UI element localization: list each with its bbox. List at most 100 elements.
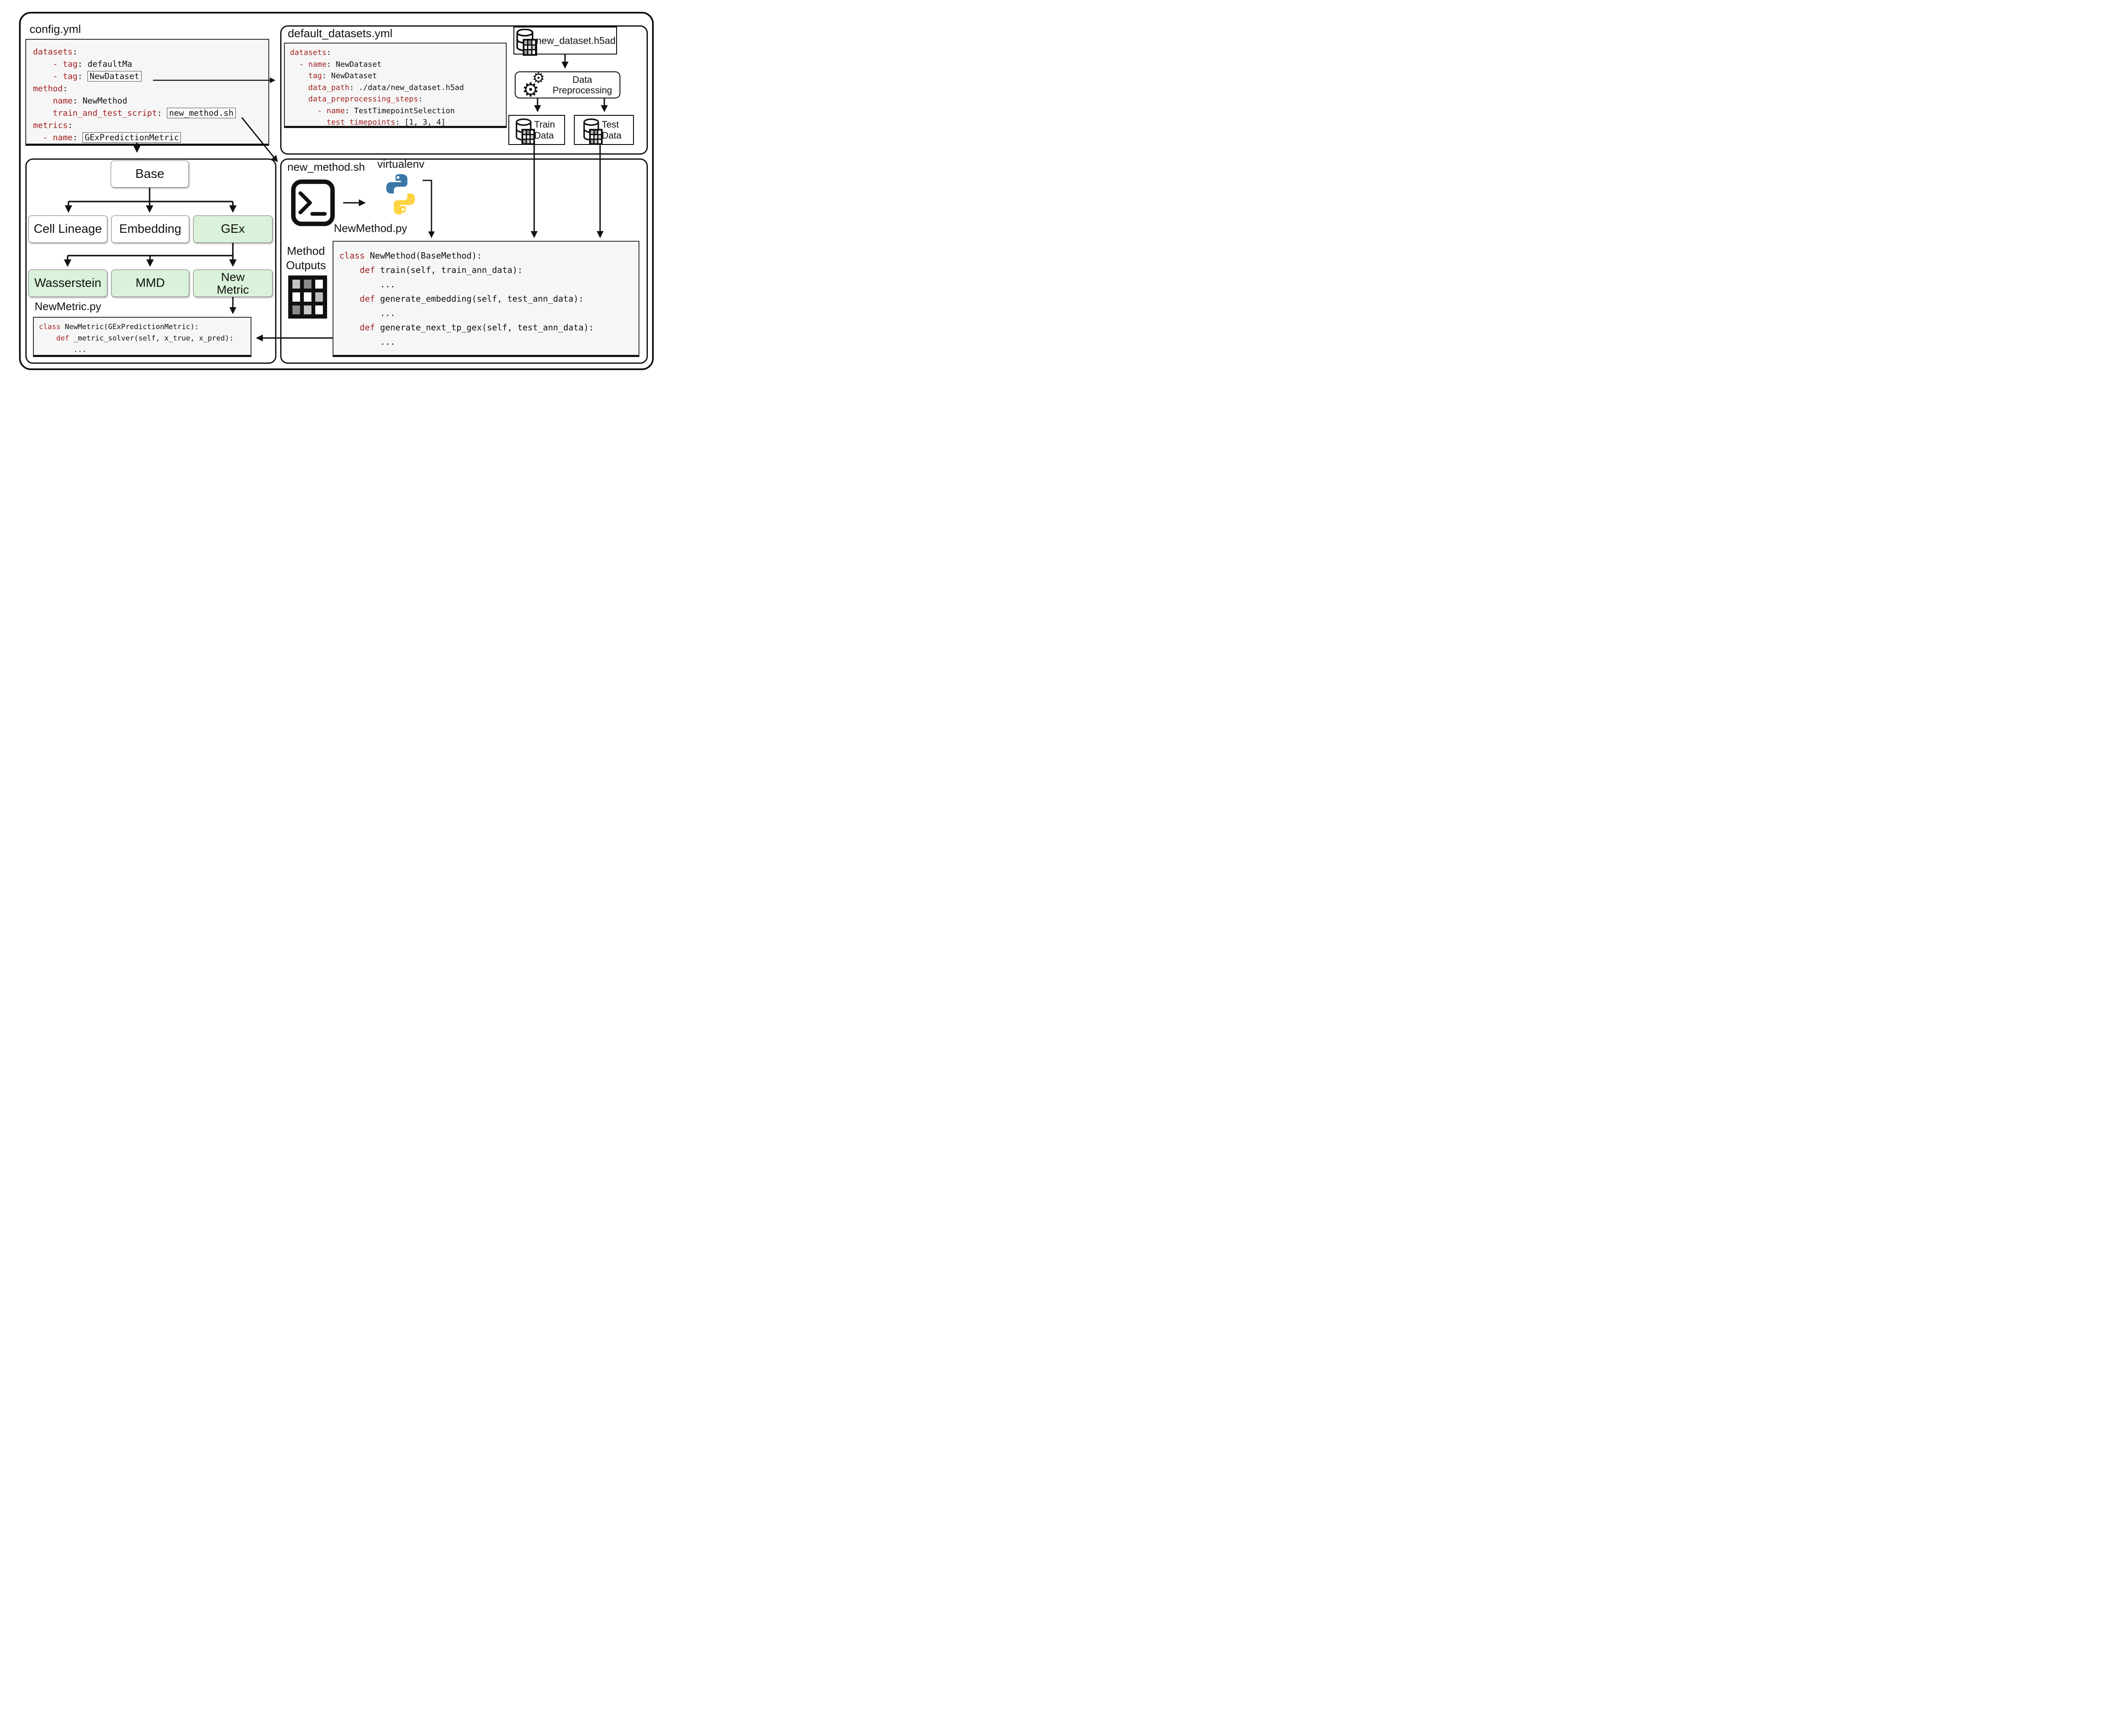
python-icon bbox=[379, 172, 422, 217]
grid-cell bbox=[591, 139, 593, 143]
code-line: metrics: bbox=[33, 120, 73, 130]
table-grid-icon bbox=[589, 128, 603, 145]
code-line: - tag: NewDataset bbox=[33, 70, 268, 82]
test-data-box: Test Data bbox=[574, 115, 634, 145]
newmetric-code-box: class NewMetric(GExPredictionMetric): de… bbox=[33, 317, 251, 357]
code-line: ... bbox=[339, 308, 396, 318]
grid-cell bbox=[292, 305, 300, 314]
grid-cell bbox=[528, 45, 531, 49]
grid-cell bbox=[595, 135, 597, 139]
code-line: class NewMethod(BaseMethod): bbox=[339, 251, 482, 261]
grid-cell bbox=[304, 292, 311, 302]
grid-cell bbox=[531, 130, 533, 134]
train-data-box: Train Data bbox=[508, 115, 565, 145]
grid-cell bbox=[531, 139, 533, 143]
code-line: train_and_test_script: new_method.sh bbox=[33, 107, 268, 119]
method-file-label: NewMethod.py bbox=[334, 222, 407, 234]
config-code-box: datasets: - tag: defaultMa - tag: NewDat… bbox=[25, 39, 269, 146]
code-line: def train(self, train_ann_data): bbox=[360, 265, 523, 275]
grid-cell bbox=[532, 50, 535, 54]
defaults-code-box: datasets: - name: NewDataset tag: NewDat… bbox=[284, 43, 507, 128]
code-line: name: NewMethod bbox=[52, 96, 128, 106]
gears-icon: ⚙⚙ bbox=[522, 70, 545, 101]
code-line: class NewMetric(GExPredictionMetric): bbox=[39, 323, 199, 331]
newmetric-title: NewMetric.py bbox=[35, 300, 101, 313]
new-metric-label: New Metric bbox=[216, 270, 249, 296]
grid-cell bbox=[292, 292, 300, 302]
grid-cell bbox=[598, 130, 601, 134]
method-code-box: class NewMethod(BaseMethod): def train(s… bbox=[333, 241, 639, 357]
code-line: - name: GExPredictionMetric bbox=[33, 131, 268, 144]
code-line: data_preprocessing_steps: bbox=[308, 95, 423, 104]
grid-cell bbox=[527, 139, 530, 143]
code-line: ... bbox=[339, 337, 396, 347]
code-line: - name: NewDataset bbox=[299, 60, 382, 69]
preprocessing-label: Data Preprocessing bbox=[552, 74, 612, 95]
grid-cell bbox=[315, 292, 323, 302]
table-grid-icon bbox=[521, 128, 535, 145]
venv-label: virtualenv bbox=[377, 158, 425, 170]
terminal-icon bbox=[291, 179, 335, 229]
grid-cell bbox=[527, 135, 530, 139]
grid-cell bbox=[315, 305, 323, 314]
script-label: new_method.sh bbox=[287, 161, 365, 173]
code-line: def generate_embedding(self, test_ann_da… bbox=[360, 294, 584, 304]
code-line: datasets: bbox=[33, 47, 78, 57]
grid-cell bbox=[315, 280, 323, 289]
code-line: def _metric_solver(self, x_true, x_pred)… bbox=[56, 334, 234, 343]
grid-cell bbox=[524, 45, 527, 49]
defaults-title: default_datasets.yml bbox=[288, 27, 393, 40]
code-line: - name: TestTimepointSelection bbox=[317, 106, 455, 115]
dataset-file-label: new_dataset.h5ad bbox=[536, 35, 616, 46]
mmd-box: MMD bbox=[111, 270, 189, 297]
grid-cell bbox=[524, 50, 527, 54]
grid-cell bbox=[527, 130, 530, 134]
grid-cell bbox=[591, 130, 593, 134]
wasserstein-box: Wasserstein bbox=[28, 270, 107, 297]
figure-stage: config.yml datasets: - tag: defaultMa - … bbox=[0, 0, 663, 378]
new-metric-box: New Metric bbox=[193, 270, 273, 297]
preprocessing-box: ⚙⚙ Data Preprocessing bbox=[515, 70, 620, 101]
grid-cell bbox=[304, 305, 311, 314]
grid-cell bbox=[531, 135, 533, 139]
dataset-file-box: new_dataset.h5ad bbox=[513, 27, 617, 56]
grid-cell bbox=[292, 280, 300, 289]
grid-cell bbox=[528, 41, 531, 44]
code-line: tag: NewDataset bbox=[308, 71, 377, 80]
cell-lineage-box: Cell Lineage bbox=[28, 215, 107, 243]
gex-box: GEx bbox=[193, 215, 273, 243]
database-icon bbox=[515, 28, 537, 56]
grid-cell bbox=[528, 50, 531, 54]
database-icon bbox=[515, 118, 535, 145]
train-data-label: Train Data bbox=[534, 119, 555, 141]
code-line: datasets: bbox=[290, 48, 331, 57]
code-line: ... bbox=[39, 346, 87, 354]
method-outputs-grid-icon bbox=[288, 275, 327, 319]
grid-cell bbox=[595, 139, 597, 143]
base-box: Base bbox=[111, 161, 189, 188]
code-line: data_path: ./data/new_dataset.h5ad bbox=[308, 83, 464, 92]
outer-frame bbox=[19, 12, 654, 370]
grid-cell bbox=[598, 139, 601, 143]
table-grid-icon bbox=[522, 39, 537, 56]
grid-cell bbox=[532, 45, 535, 49]
test-data-label: Test Data bbox=[602, 119, 622, 141]
grid-cell bbox=[523, 139, 526, 143]
grid-cell bbox=[524, 41, 527, 44]
database-icon bbox=[582, 118, 603, 145]
method-outputs-label: Method Outputs bbox=[286, 245, 326, 272]
code-line: test_timepoints: [1, 3, 4] bbox=[326, 118, 446, 127]
config-title: config.yml bbox=[30, 23, 81, 35]
grid-cell bbox=[532, 41, 535, 44]
embedding-box: Embedding bbox=[111, 215, 189, 243]
code-line: ... bbox=[339, 279, 396, 289]
grid-cell bbox=[595, 130, 597, 134]
grid-cell bbox=[523, 135, 526, 139]
grid-cell bbox=[523, 130, 526, 134]
code-line: method: bbox=[33, 84, 68, 93]
grid-cell bbox=[591, 135, 593, 139]
code-line: - tag: defaultMa bbox=[52, 59, 132, 69]
grid-cell bbox=[598, 135, 601, 139]
grid-cell bbox=[304, 280, 311, 289]
code-line: def generate_next_tp_gex(self, test_ann_… bbox=[360, 322, 594, 332]
